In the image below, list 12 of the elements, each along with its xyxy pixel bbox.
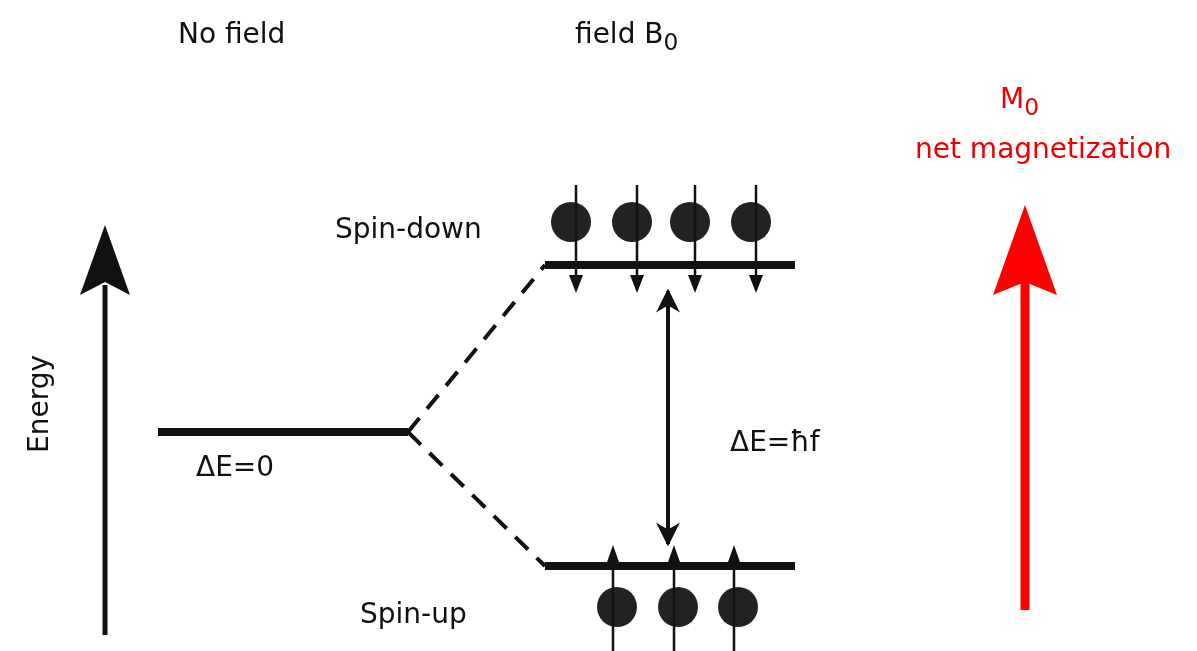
magnetization-symbol: M$_{0}$ [1000, 85, 1039, 119]
column-heading: field B$_{0}$ [575, 20, 679, 54]
level-label: ΔE=0 [196, 453, 275, 481]
column-heading: No field [178, 20, 286, 48]
edge-label: ΔE=ħf [730, 427, 820, 456]
axis-label: net magnetization [915, 135, 1172, 163]
double-arrow [656, 288, 680, 547]
dashed-line [406, 430, 547, 568]
dashed-line [406, 263, 547, 434]
axis-label: Energy [25, 355, 53, 453]
level-label: Spin-up [360, 600, 467, 628]
level-label: Spin-down [335, 215, 482, 243]
